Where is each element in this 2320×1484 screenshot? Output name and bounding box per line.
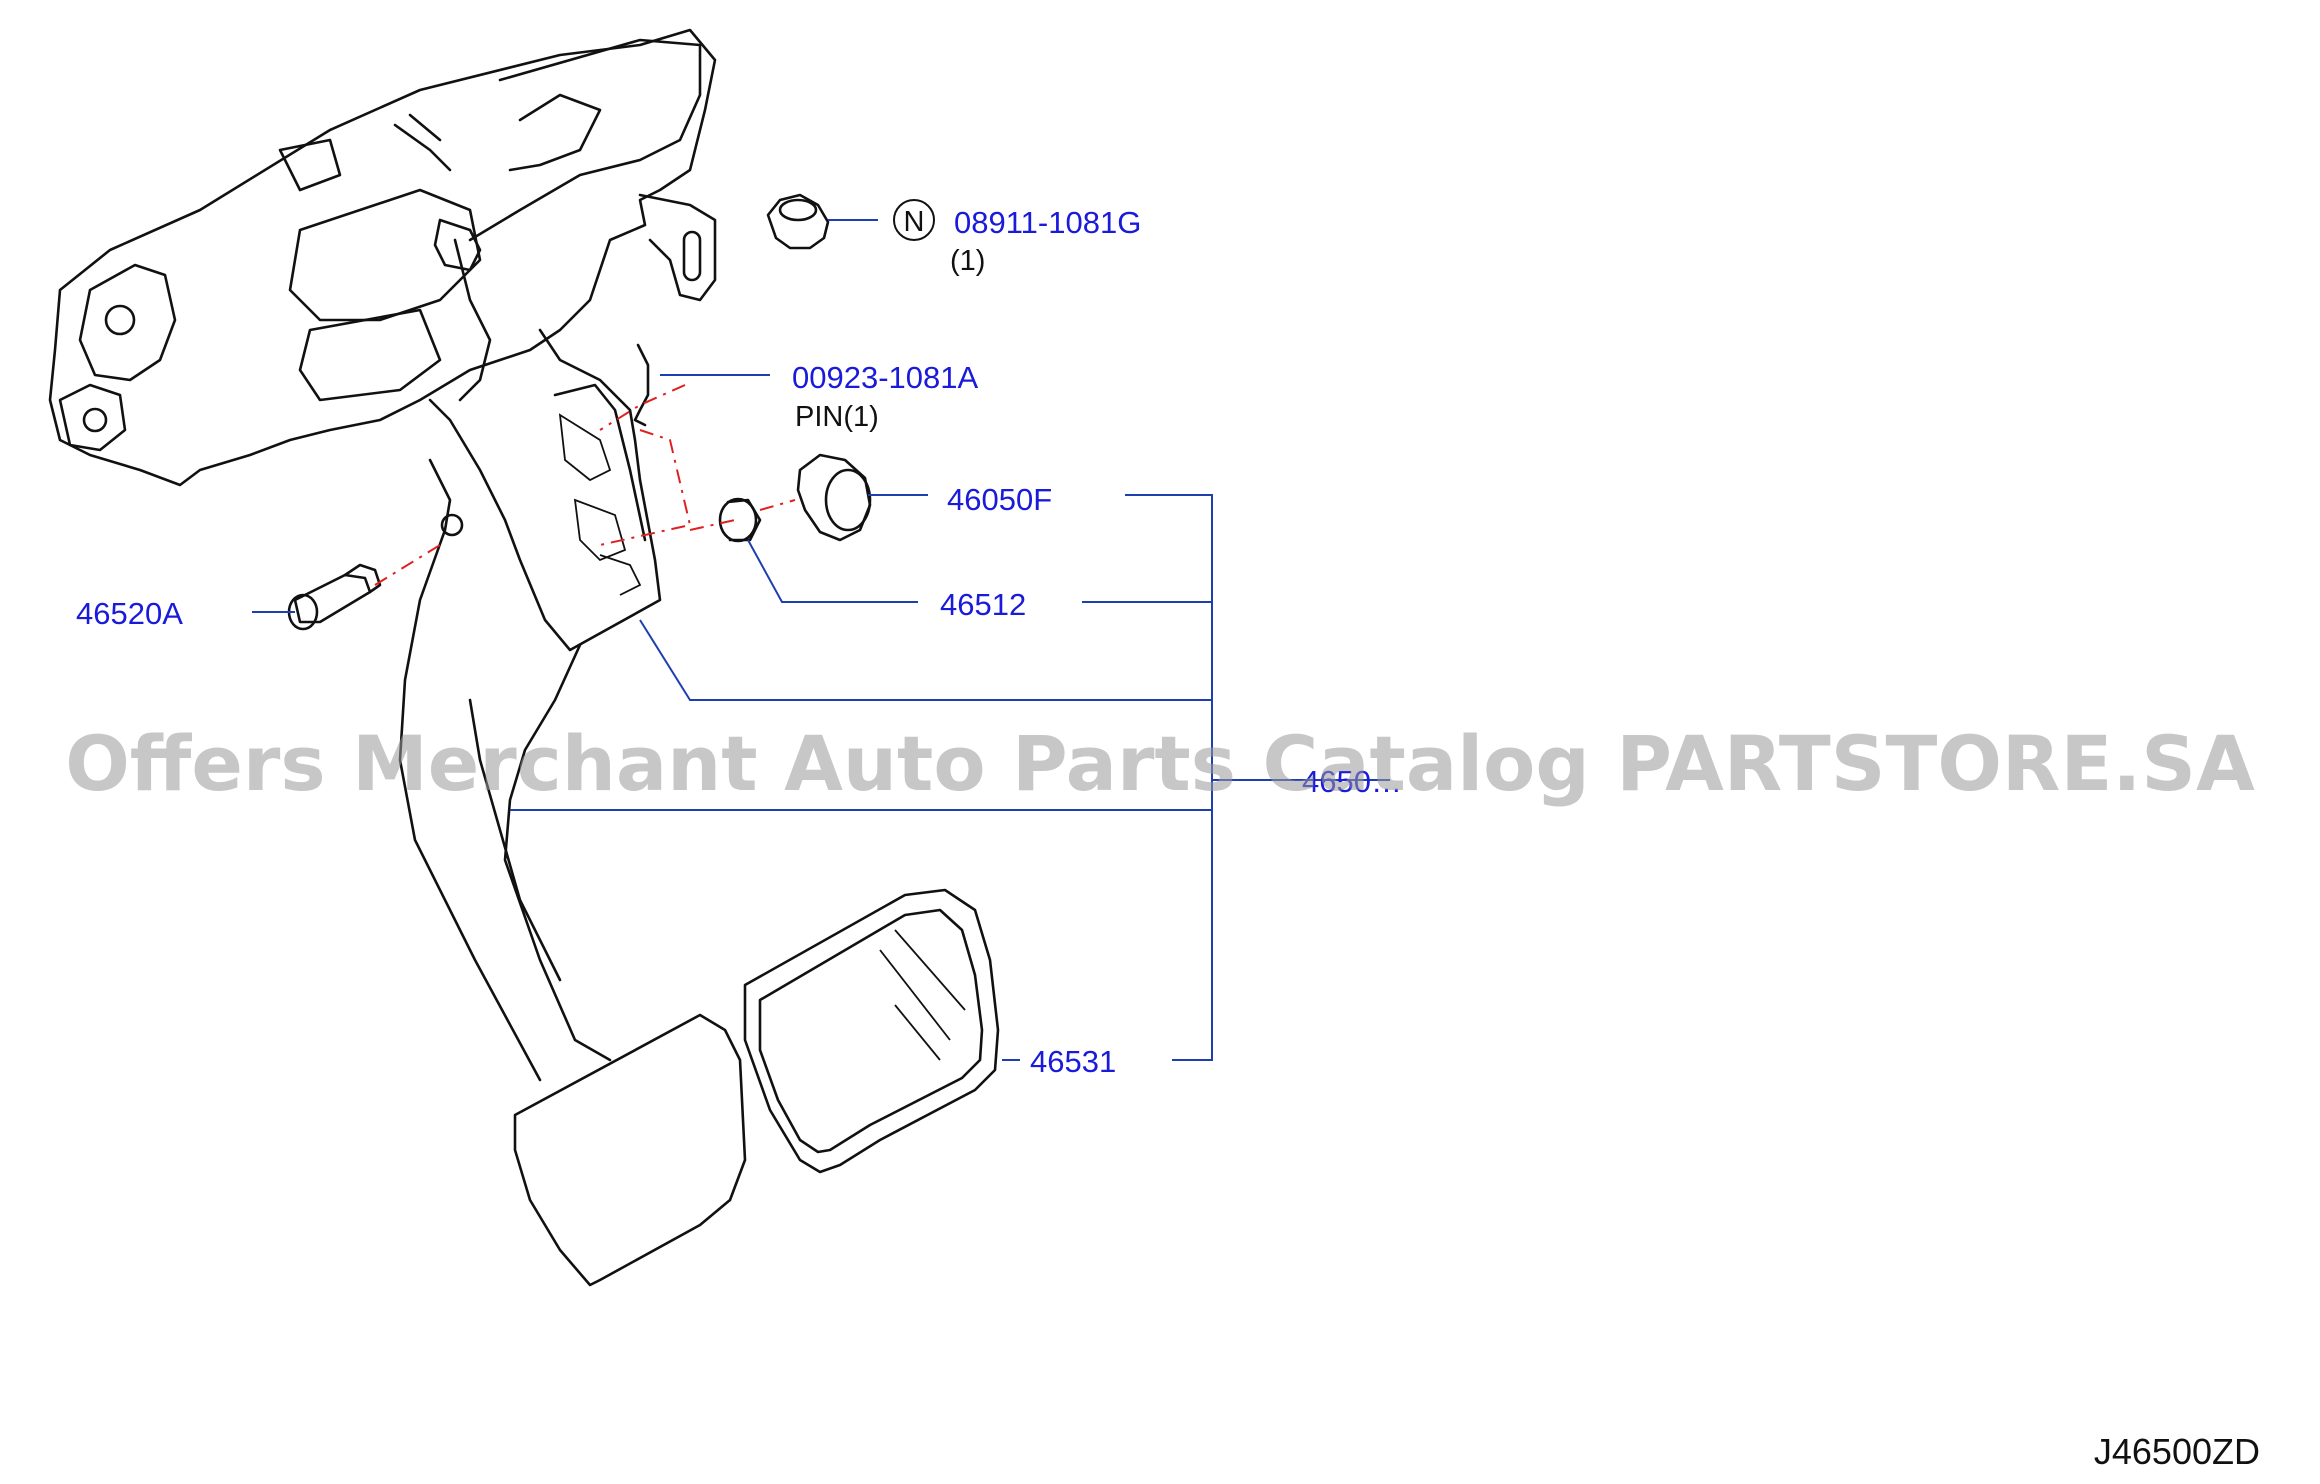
part-label-46531[interactable]: 46531 (1030, 1044, 1116, 1079)
pedal-bracket-drawing (48, 28, 747, 1287)
watermark-text: Offers Merchant Auto Parts Catalog PARTS… (65, 719, 2255, 808)
qty-label-pin: PIN(1) (795, 401, 879, 433)
qty-label-nut: (1) (950, 245, 985, 277)
n-symbol: N (893, 199, 935, 241)
nut-drawing (766, 193, 830, 250)
pin-drawing (633, 343, 650, 427)
part-label-46050F[interactable]: 46050F (947, 482, 1052, 517)
leader-lines (252, 219, 1390, 1061)
part-label-00923-1081A[interactable]: 00923-1081A (792, 360, 978, 395)
part-label-46520A[interactable]: 46520A (76, 596, 183, 631)
bushing-drawing (718, 497, 762, 543)
part-label-46512[interactable]: 46512 (940, 587, 1026, 622)
assembly-centerlines (374, 384, 796, 586)
diagram-reference-code: J46500ZD (2094, 1431, 2260, 1472)
part-label-pedal-assy[interactable]: 4650… (1302, 764, 1402, 799)
bolt-drawing (287, 563, 382, 631)
bushing-f-drawing (796, 453, 872, 542)
n-symbol-text: N (904, 206, 925, 238)
pedal-pad-drawing (743, 888, 1000, 1174)
part-label-08911-1081G[interactable]: 08911-1081G (954, 205, 1141, 240)
